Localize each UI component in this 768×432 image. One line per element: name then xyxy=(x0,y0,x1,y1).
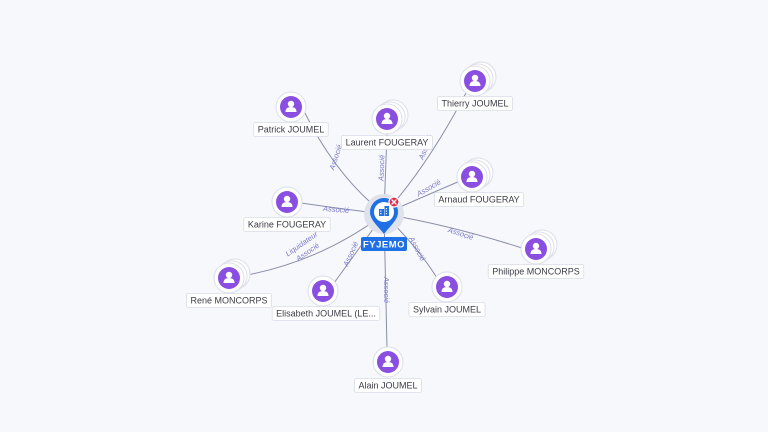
building-icon xyxy=(379,206,389,216)
person-label-box xyxy=(433,192,525,207)
person-node-elisabeth[interactable] xyxy=(307,275,339,307)
person-label-thierry: Thierry JOUMEL xyxy=(441,99,508,109)
person-label-philippe: Philippe MONCORPS xyxy=(492,267,580,277)
person-label-laurent: Laurent FOUGERAY xyxy=(346,138,429,148)
person-label-rene: René MONCORPS xyxy=(190,296,267,306)
edge-label-karine: Associé xyxy=(322,204,350,215)
person-node-sylvain[interactable] xyxy=(431,271,463,303)
person-label-box xyxy=(341,135,433,150)
person-label-elisabeth: Elisabeth JOUMEL (LE... xyxy=(276,309,376,319)
person-label-box xyxy=(243,217,331,232)
company-label-box xyxy=(361,237,407,251)
person-node-laurent[interactable] xyxy=(371,99,409,135)
person-label-sylvain: Sylvain JOUMEL xyxy=(413,305,481,315)
nodes-layer: Patrick JOUMEL Laurent FOUGERAY Thierry JO… xyxy=(186,61,585,393)
person-label-box xyxy=(437,96,513,111)
person-label-box xyxy=(487,264,585,279)
edge-label-laurent: Associé xyxy=(377,155,387,183)
person-label-box xyxy=(354,378,422,393)
person-label-alain: Alain JOUMEL xyxy=(358,381,417,391)
person-label-karine: Karine FOUGERAY xyxy=(248,220,326,230)
edge-alain xyxy=(383,213,388,349)
person-label-patrick: Patrick JOUMEL xyxy=(258,125,325,135)
edge-label-philippe: Associé xyxy=(446,225,475,242)
person-node-patrick[interactable] xyxy=(275,91,307,123)
person-node-philippe[interactable] xyxy=(520,229,558,265)
person-node-rene[interactable] xyxy=(213,258,251,294)
company-label: FYJEMO xyxy=(363,240,405,251)
edge-label-sylvain: Associé xyxy=(407,234,428,262)
person-node-arnaud[interactable] xyxy=(456,157,494,193)
person-label-box xyxy=(253,122,329,137)
person-node-thierry[interactable] xyxy=(459,61,497,97)
company-node[interactable]: FYJEMO xyxy=(361,194,407,251)
person-label-box xyxy=(186,293,272,308)
edge-label-elisabeth: Associé xyxy=(341,240,361,269)
person-node-karine[interactable] xyxy=(271,186,303,218)
person-label-arnaud: Arnaud FOUGERAY xyxy=(438,195,519,205)
person-label-box xyxy=(408,302,486,317)
person-label-box xyxy=(271,306,381,321)
close-icon[interactable] xyxy=(388,196,400,208)
person-node-alain[interactable] xyxy=(372,346,404,378)
edge-label-alain: Associé xyxy=(382,276,391,303)
